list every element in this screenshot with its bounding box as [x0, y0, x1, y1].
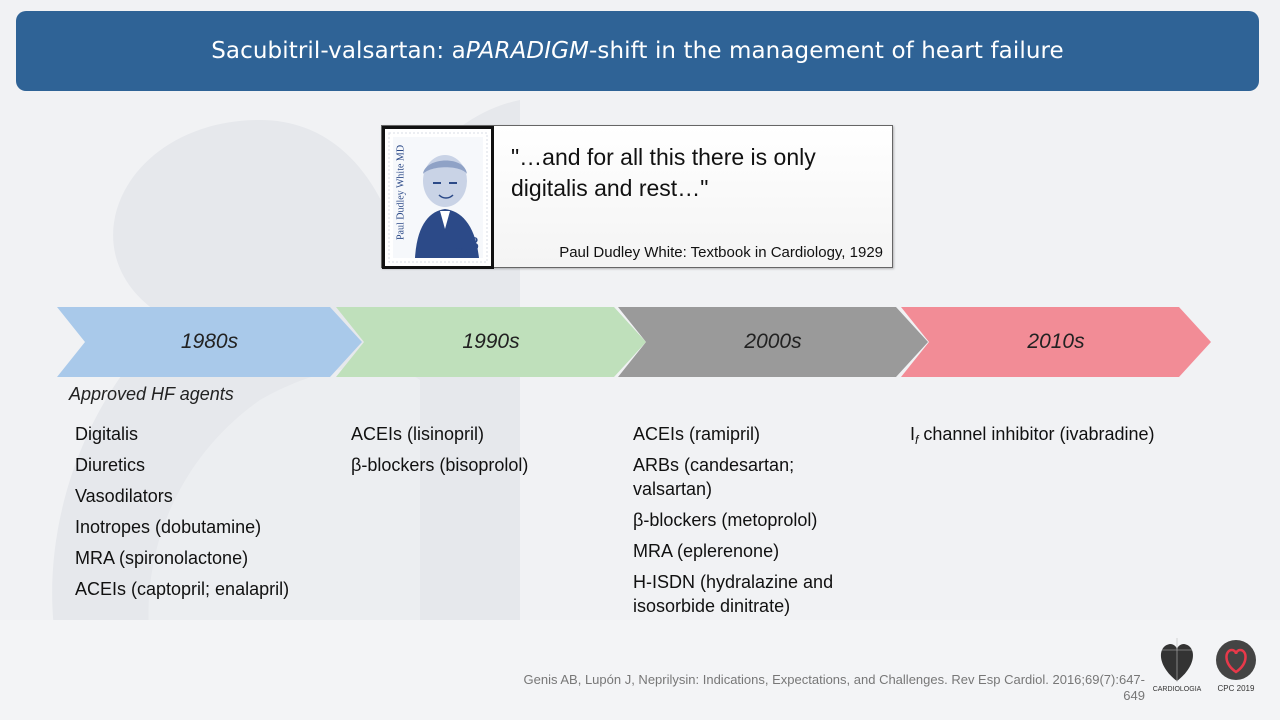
- quote-text: "…and for all this there is only digital…: [511, 142, 881, 204]
- list-item: β-blockers (bisoprolol): [351, 455, 529, 475]
- timeline-arrow-1990s: 1990s: [336, 307, 646, 377]
- quote-box: Paul Dudley White MD USA 3 "…and for all…: [381, 125, 893, 269]
- list-item: ARBs (candesartan; valsartan): [633, 455, 795, 499]
- if-prefix: I: [910, 424, 916, 444]
- timeline-arrow-2000s: 2000s: [618, 307, 928, 377]
- list-item: ACEIs (ramipril): [633, 424, 761, 444]
- quote-line-2: digitalis and rest…": [511, 175, 709, 201]
- list-item: H-ISDN (hydralazine and isosorbide dinit…: [633, 572, 834, 616]
- stamp-country-text: USA: [455, 247, 470, 255]
- timeline-arrow-2010s: 2010s: [901, 307, 1211, 377]
- if-suffix: channel inhibitor (ivabradine): [918, 424, 1155, 444]
- agents-column-2000s: ACEIs (ramipril) ARBs (candesartan; vals…: [633, 422, 873, 625]
- stamp-value-text: 3: [469, 233, 479, 255]
- if-subscript: f: [915, 433, 919, 447]
- slide-title-prefix: Sacubitril-valsartan: a: [211, 38, 466, 64]
- footer-band: [0, 620, 1280, 720]
- list-item: Inotropes (dobutamine): [75, 517, 262, 537]
- timeline-arrow-1980s: 1980s: [57, 307, 362, 377]
- list-item: If channel inhibitor (ivabradine): [910, 422, 1230, 452]
- cpc-logo-text: CPC 2019: [1217, 684, 1255, 693]
- spc-heart-logo-icon: [1160, 638, 1194, 682]
- list-item: β-blockers (metoprolol): [633, 510, 818, 530]
- quote-line-1: "…and for all this there is only: [511, 144, 816, 170]
- list-item: MRA (spironolactone): [75, 548, 249, 568]
- quote-source: Paul Dudley White: Textbook in Cardiolog…: [559, 244, 883, 261]
- list-item: ACEIs (lisinopril): [351, 424, 485, 444]
- slide-title-suffix: -shift in the management of heart failur…: [588, 38, 1064, 64]
- agents-column-1990s: ACEIs (lisinopril) β-blockers (bisoprolo…: [351, 422, 601, 484]
- timeline-label-1990s: 1990s: [462, 330, 520, 353]
- slide-title-bar: Sacubitril-valsartan: a PARADIGM-shift i…: [16, 11, 1259, 91]
- reference-citation: Genis AB, Lupón J, Neprilysin: Indicatio…: [523, 672, 1145, 703]
- slide-title-emphasis: PARADIGM: [465, 38, 589, 64]
- spc-logo-text: CARDIOLOGIA: [1152, 686, 1202, 693]
- timeline-label-2000s: 2000s: [744, 330, 802, 353]
- timeline-label-1980s: 1980s: [180, 330, 239, 353]
- timeline-label-2010s: 2010s: [1027, 330, 1085, 353]
- list-item: Diuretics: [75, 455, 146, 475]
- list-item: MRA (eplerenone): [633, 541, 780, 561]
- agents-column-2010s: If channel inhibitor (ivabradine): [910, 422, 1230, 459]
- postage-stamp-image: Paul Dudley White MD USA 3: [382, 126, 494, 269]
- list-item: ACEIs (captopril; enalapril): [75, 579, 290, 599]
- agents-column-1980s: Digitalis Diuretics Vasodilators Inotrop…: [75, 422, 305, 608]
- list-item: Digitalis: [75, 424, 139, 444]
- cpc-2019-logo-icon: [1216, 640, 1256, 680]
- list-item: Vasodilators: [75, 486, 173, 506]
- approved-agents-heading: Approved HF agents: [69, 384, 234, 404]
- stamp-name-text: Paul Dudley White MD: [395, 144, 407, 241]
